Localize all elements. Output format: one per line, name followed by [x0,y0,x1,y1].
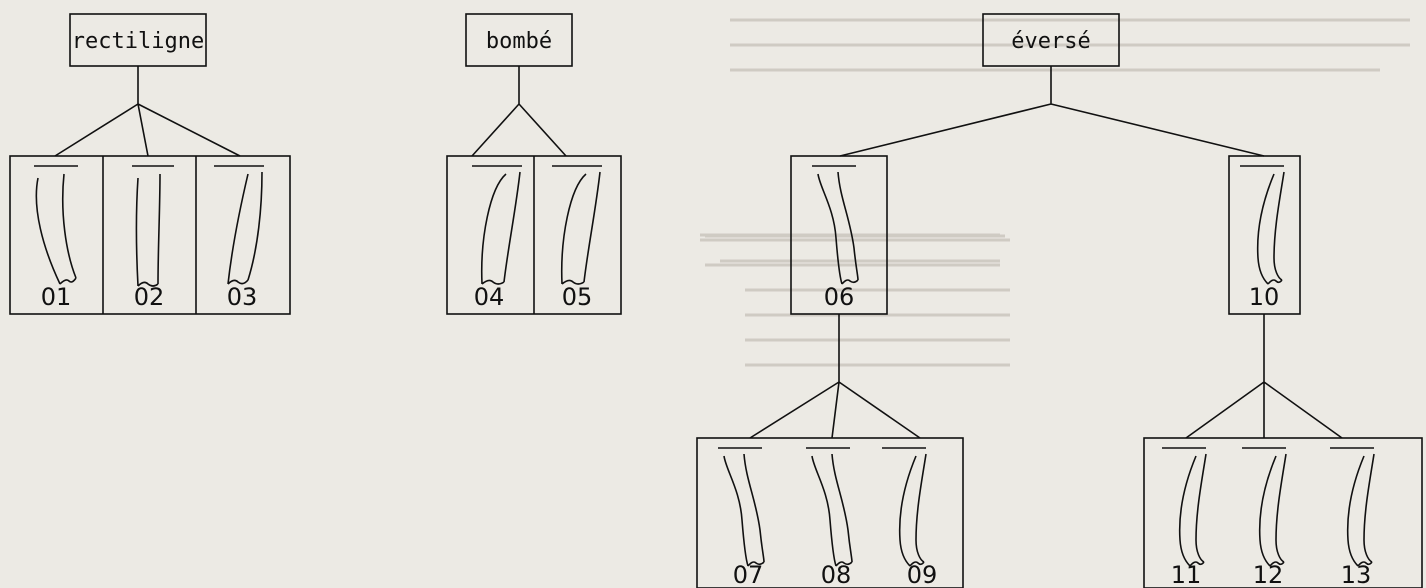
profile-number-01: 01 [41,283,72,311]
profile-drawing-10 [1239,165,1285,285]
profile-group-07-09 [696,437,964,588]
profile-drawing-06 [811,165,859,285]
category-rectiligne: rectiligne 01 02 03 [9,13,291,315]
profile-number-02: 02 [134,283,165,311]
profile-drawing-13 [1329,447,1375,567]
profile-number-07: 07 [733,561,764,588]
profile-number-04: 04 [474,283,505,311]
profile-drawing-08 [805,447,853,567]
profile-group-rectiligne [9,155,291,315]
connector-10 [1185,314,1343,439]
profile-number-05: 05 [562,283,593,311]
connector-bombe [471,66,567,157]
profile-drawing-05 [551,165,603,285]
profile-drawing-07 [717,447,765,567]
profile-number-09: 09 [907,561,938,588]
profile-number-13: 13 [1341,561,1372,588]
category-everse: éversé 06 10 07 08 09 11 12 13 [696,13,1423,588]
profile-number-12: 12 [1253,561,1284,588]
profile-drawing-11 [1161,447,1207,567]
profile-number-03: 03 [227,283,258,311]
profile-drawing-02 [131,165,175,287]
profile-drawing-12 [1241,447,1287,567]
category-label-bombe: bombé [486,29,552,54]
category-bombe: bombé 04 05 [446,13,622,315]
connector-everse [839,66,1265,157]
profile-drawing-09 [881,447,927,567]
profile-drawing-01 [33,165,79,285]
profile-number-11: 11 [1171,561,1202,588]
profile-drawing-03 [213,165,265,285]
category-label-rectiligne: rectiligne [72,29,204,54]
profile-number-06: 06 [824,283,855,311]
profile-number-10: 10 [1249,283,1280,311]
profile-number-08: 08 [821,561,852,588]
profile-group-11-13 [1143,437,1423,588]
profile-drawing-04 [471,165,523,285]
connector-rectiligne [54,66,241,157]
connector-06 [749,314,921,439]
category-label-everse: éversé [1011,29,1090,54]
